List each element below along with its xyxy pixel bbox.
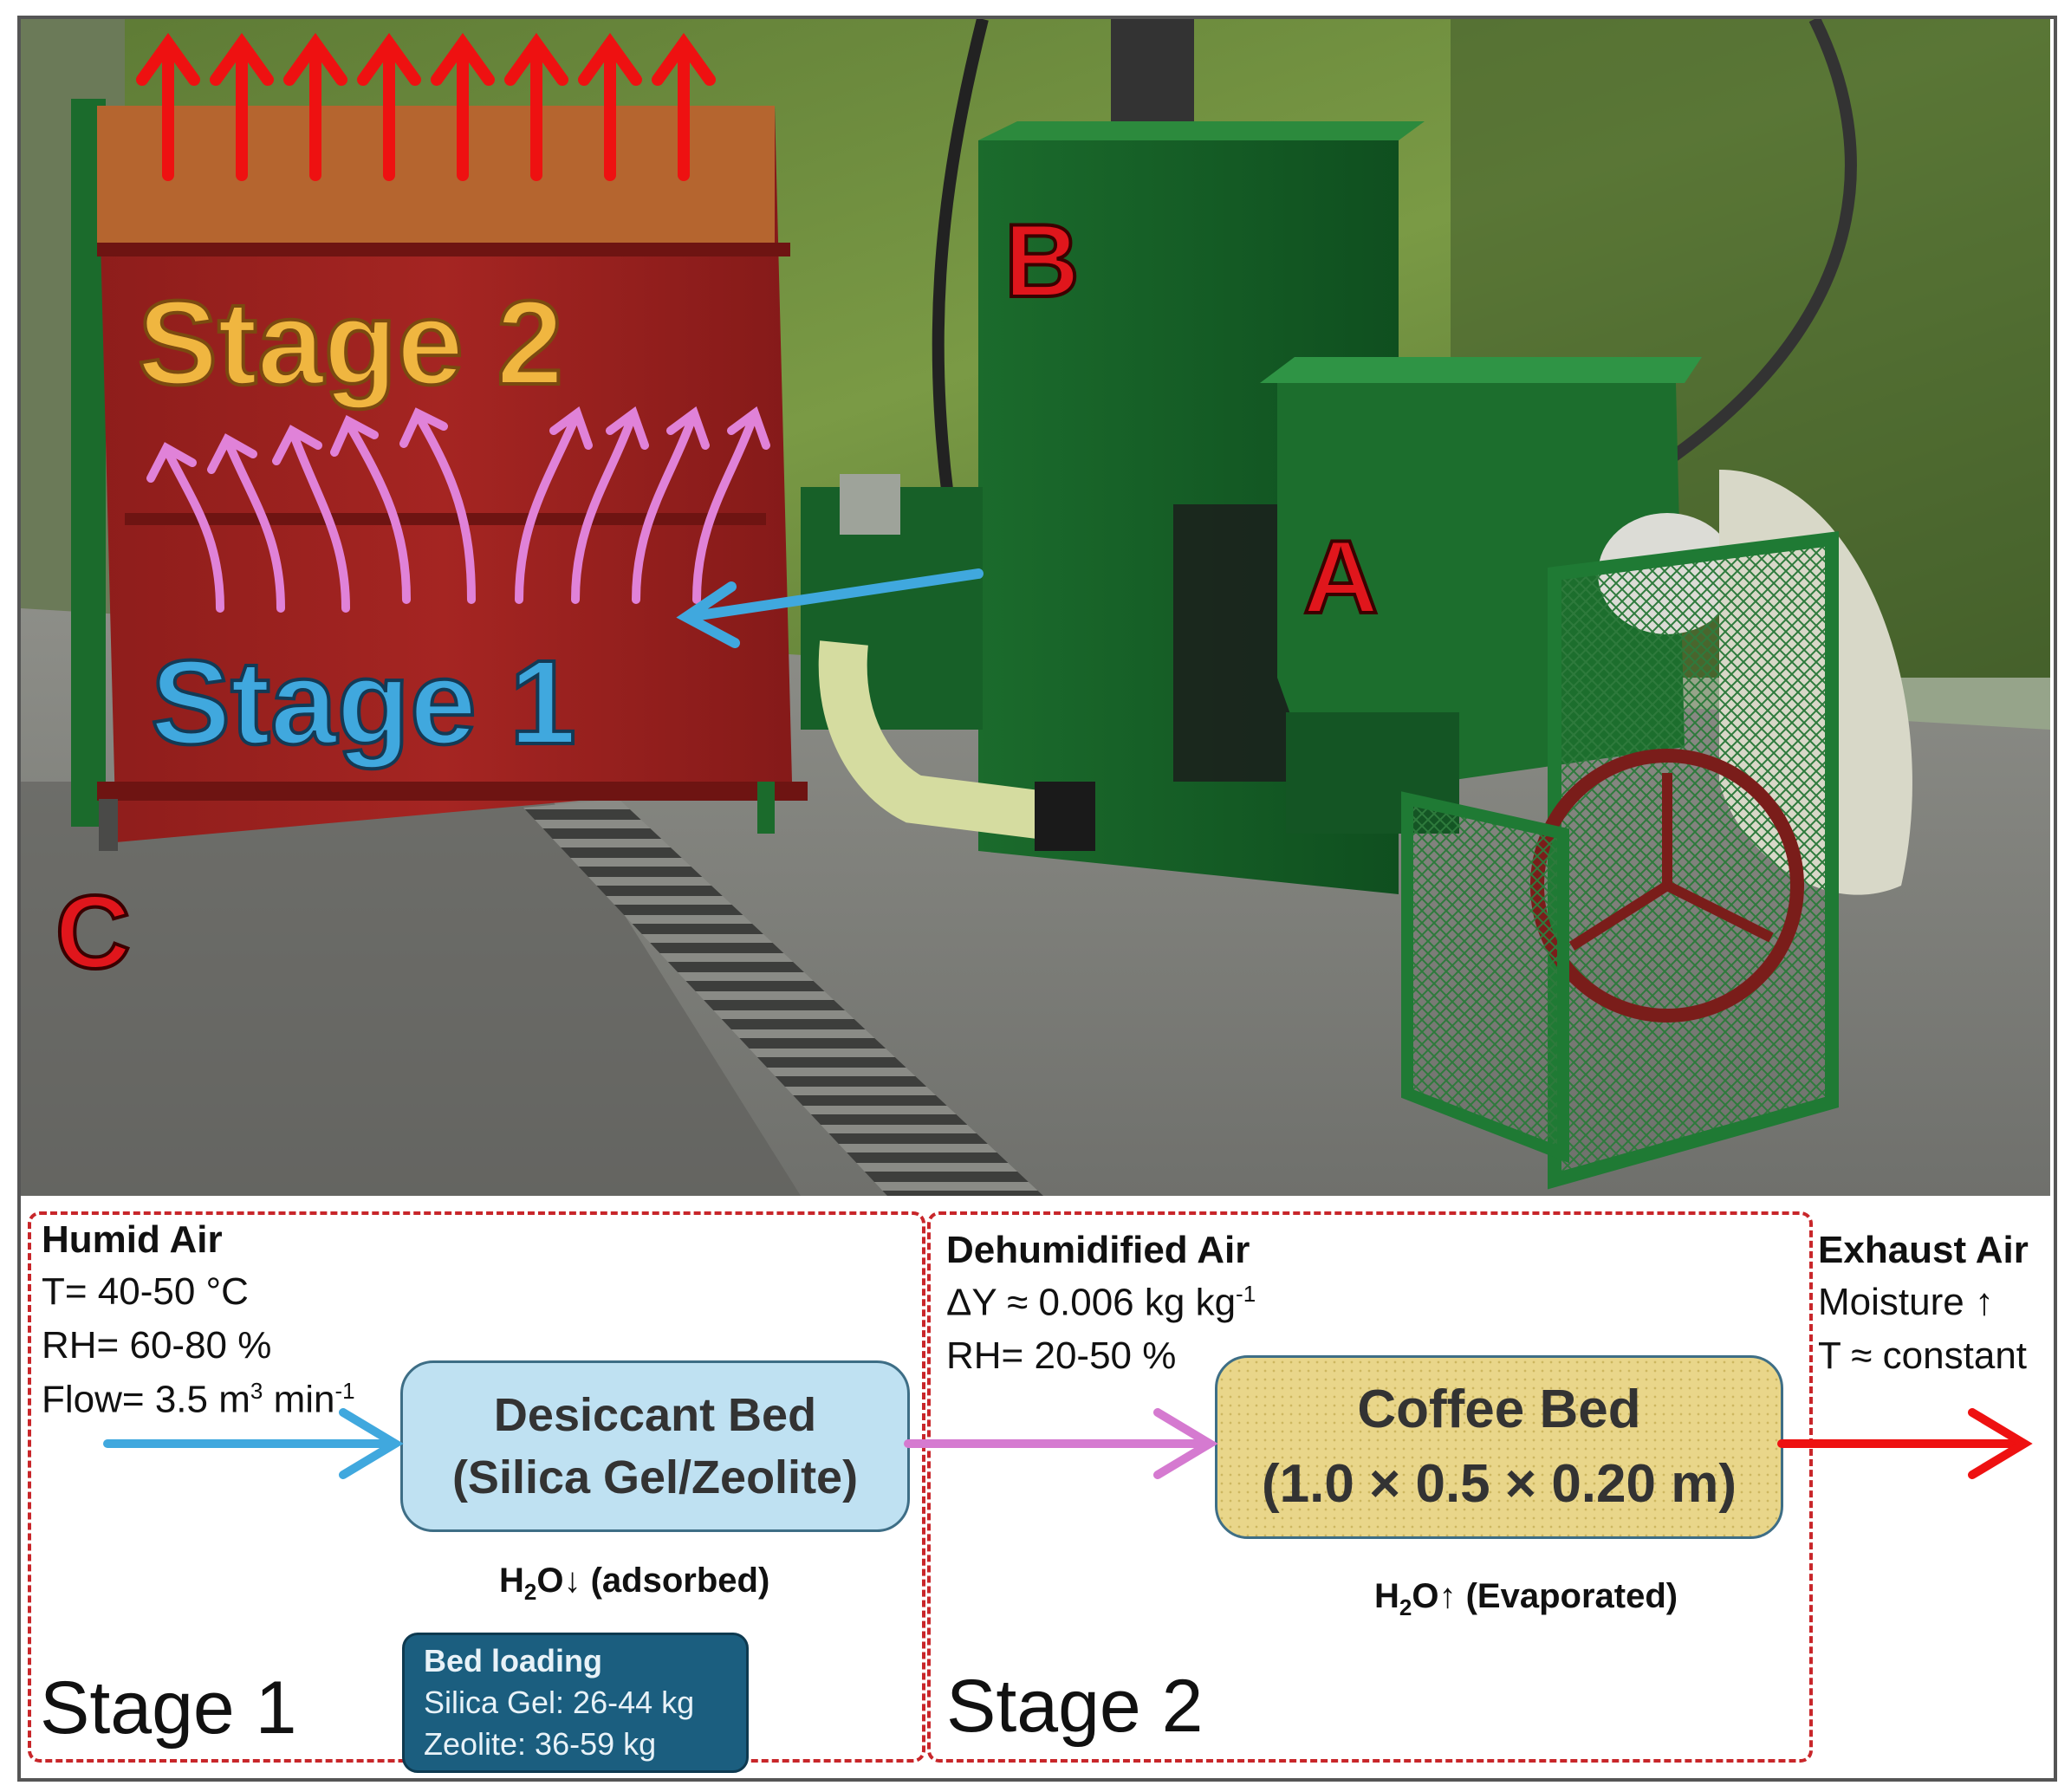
inlet-arrow (676, 568, 984, 648)
flow-arrow-3 (272, 425, 350, 613)
stage2-label: Stage 2 (946, 1665, 1204, 1748)
exhaust-air-moisture: Moisture ↑ (1818, 1281, 1994, 1323)
adsorbed-label: H2O↓ (adsorbed) (499, 1562, 769, 1606)
humid-air-flow: Flow= 3.5 m3 min-1 (42, 1378, 355, 1422)
evaporated-rest: O↑ (Evaporated) (1412, 1577, 1678, 1615)
flow-arrow-6 (515, 406, 593, 604)
dryer-photo: Stage 2 Stage 1 B A C (21, 19, 2050, 1196)
dehumidified-air-rh: RH= 20-50 % (946, 1334, 1177, 1377)
desiccant-bed-line2: (Silica Gel/Zeolite) (451, 1451, 859, 1503)
adsorbed-h: H (499, 1562, 524, 1600)
flow-sup: 3 (250, 1378, 263, 1404)
exhaust-air-temperature: T ≈ constant (1818, 1334, 2028, 1377)
adsorbed-rest: O↓ (adsorbed) (536, 1562, 770, 1600)
bed-loading-zeolite: Zeolite: 36-59 kg (424, 1726, 657, 1762)
flow-text: Flow= 3.5 m (42, 1378, 250, 1421)
exhaust-arrow-8 (652, 32, 716, 181)
flow-arrow-5 (399, 407, 476, 604)
flow-arrow-8 (632, 406, 710, 604)
photo-illustration (21, 19, 2050, 1196)
evaporated-label: H2O↑ (Evaporated) (1374, 1577, 1678, 1621)
exhaust-arrow-5 (431, 32, 495, 181)
dehumidified-air-arrow (904, 1408, 1218, 1479)
evaporated-h: H (1374, 1577, 1399, 1615)
desiccant-bed-node: Desiccant Bed (Silica Gel/Zeolite) (400, 1360, 910, 1532)
exhaust-arrow-1 (136, 32, 200, 181)
dy-sup: -1 (1236, 1281, 1256, 1307)
humid-air-temperature: T= 40-50 °C (42, 1270, 249, 1313)
flow-arrow-1 (146, 442, 224, 613)
humid-air-rh: RH= 60-80 % (42, 1324, 272, 1367)
desiccant-bed-line1: Desiccant Bed (493, 1389, 817, 1441)
dehumidified-air-dy: ΔY ≈ 0.006 kg kg-1 (946, 1281, 1256, 1325)
schematic-arrows (103, 1408, 2033, 1479)
stage2-photo-label: Stage 2 (136, 275, 565, 412)
flow-sup2: -1 (334, 1378, 355, 1404)
process-schematic: Humid Air T= 40-50 °C RH= 60-80 % Flow= … (21, 1199, 2050, 1775)
label-c: C (54, 873, 133, 992)
dehumidified-air-title: Dehumidified Air (946, 1229, 1250, 1271)
exhaust-arrow-6 (504, 32, 568, 181)
evaporated-sub: 2 (1399, 1594, 1412, 1620)
humid-air-arrow (103, 1408, 404, 1479)
label-a: A (1302, 517, 1380, 637)
exhaust-air-arrow (1777, 1408, 2033, 1479)
bed-loading-box: Bed loading Silica Gel: 26-44 kg Zeolite… (402, 1633, 749, 1773)
label-b: B (1003, 201, 1081, 321)
coffee-bed-line1: Coffee Bed (1357, 1380, 1641, 1439)
exhaust-arrow-3 (283, 32, 347, 181)
exhaust-arrow-2 (210, 32, 274, 181)
flow-arrow-7 (571, 406, 649, 604)
coffee-bed-line2: (1.0 × 0.5 × 0.20 m) (1261, 1454, 1737, 1514)
humid-air-title: Humid Air (42, 1218, 223, 1261)
flow-unit: min (263, 1378, 335, 1421)
exhaust-air-title: Exhaust Air (1818, 1229, 2029, 1271)
exhaust-arrow-4 (357, 32, 421, 181)
flow-arrow-2 (207, 433, 285, 613)
exhaust-arrows (136, 32, 984, 648)
stage1-label: Stage 1 (40, 1666, 297, 1750)
stage2-panel (927, 1211, 1813, 1763)
bed-loading-silica: Silica Gel: 26-44 kg (424, 1685, 695, 1720)
stage1-photo-label: Stage 1 (149, 634, 578, 771)
flow-arrow-4 (330, 415, 411, 604)
bed-loading-title: Bed loading (424, 1643, 602, 1678)
exhaust-arrow-7 (578, 32, 642, 181)
coffee-bed-node: Coffee Bed (1.0 × 0.5 × 0.20 m) (1215, 1355, 1783, 1539)
dy-text: ΔY ≈ 0.006 kg kg (946, 1281, 1237, 1324)
flow-arrow-9 (692, 406, 770, 604)
adsorbed-sub: 2 (523, 1579, 537, 1605)
